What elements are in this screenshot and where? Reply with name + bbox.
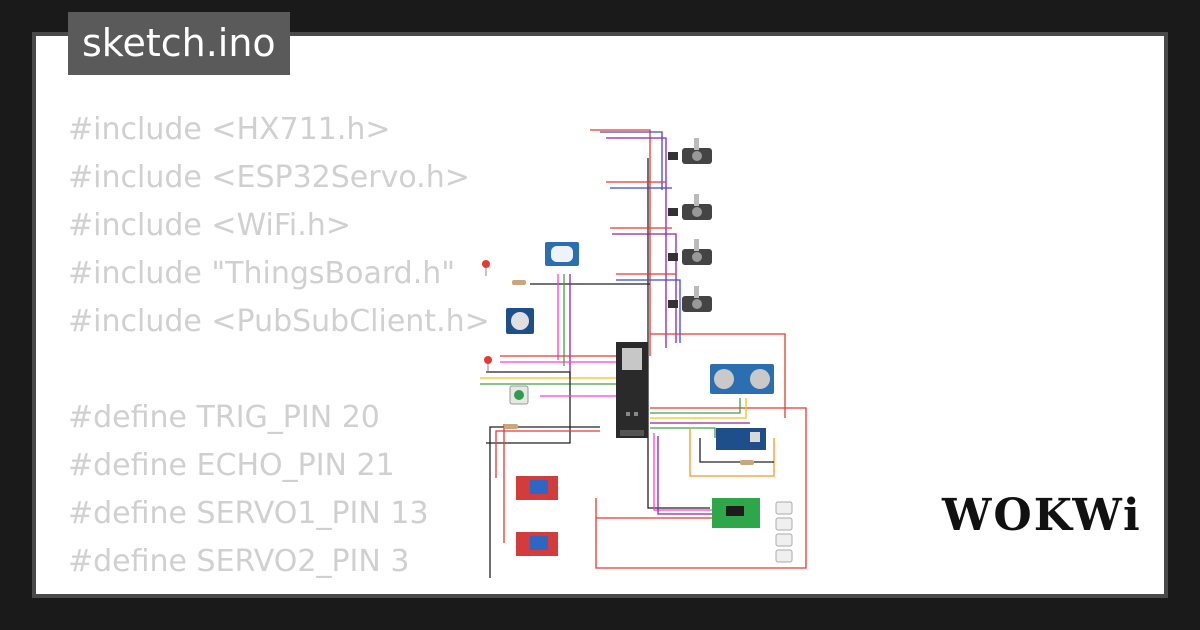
wire-black	[489, 426, 600, 578]
wire-green	[650, 398, 741, 414]
wire-blue	[616, 279, 681, 343]
servo-2	[668, 194, 712, 220]
wire-orange	[689, 428, 775, 477]
code-line	[68, 346, 490, 394]
wire-black	[647, 158, 710, 509]
code-line: #define ECHO_PIN 21	[68, 448, 395, 483]
hx711-module	[712, 498, 760, 528]
wire-purple	[657, 436, 712, 515]
code-line: #include <WiFi.h>	[68, 208, 351, 243]
code-line: #include <HX711.h>	[68, 112, 391, 147]
wire-black	[486, 371, 571, 444]
code-line: #define SERVO3_PIN 2	[68, 586, 490, 594]
potentiometer	[506, 308, 534, 334]
code-line: #define SERVO1_PIN 13	[68, 496, 429, 531]
servo-3	[668, 239, 712, 265]
ir-sensor-module	[716, 428, 766, 450]
wire-red	[650, 333, 786, 418]
pushbutton	[509, 385, 529, 405]
resistor-2	[504, 424, 518, 429]
esp32-board	[616, 342, 648, 438]
wire-yellow	[650, 398, 747, 419]
code-line: #include <ESP32Servo.h>	[68, 160, 470, 195]
relay-module-2	[516, 532, 558, 556]
led-red-2	[484, 356, 492, 372]
wire-purple	[606, 137, 667, 348]
wire-red	[595, 407, 807, 569]
code-line: #include <PubSubClient.h>	[68, 304, 490, 339]
code-line: #define SERVO2_PIN 3	[68, 544, 410, 579]
load-cells	[775, 501, 793, 563]
filename-tab: sketch.ino	[68, 12, 290, 75]
ultrasonic-sensor	[710, 364, 774, 394]
code-preview: #include <HX711.h> #include <ESP32Servo.…	[68, 106, 490, 594]
wire-red	[590, 129, 651, 356]
resistor-3	[740, 460, 754, 465]
wires	[480, 129, 807, 578]
resistor-1	[512, 280, 526, 285]
servo-4	[668, 286, 712, 312]
wire-blue	[600, 131, 663, 190]
wire-red	[495, 430, 600, 478]
project-card: #include <HX711.h> #include <ESP32Servo.…	[32, 32, 1168, 598]
wokwi-logo: WOKWi	[942, 490, 1142, 541]
pir-sensor	[545, 242, 579, 266]
relay-module-1	[516, 476, 558, 500]
led-red-1	[482, 260, 490, 276]
wire-green	[650, 427, 716, 438]
circuit-diagram	[480, 129, 807, 578]
code-line: #include "ThingsBoard.h"	[68, 256, 456, 291]
code-line: #define TRIG_PIN 20	[68, 400, 380, 435]
wire-pink	[653, 433, 712, 511]
servo-1	[668, 138, 712, 164]
